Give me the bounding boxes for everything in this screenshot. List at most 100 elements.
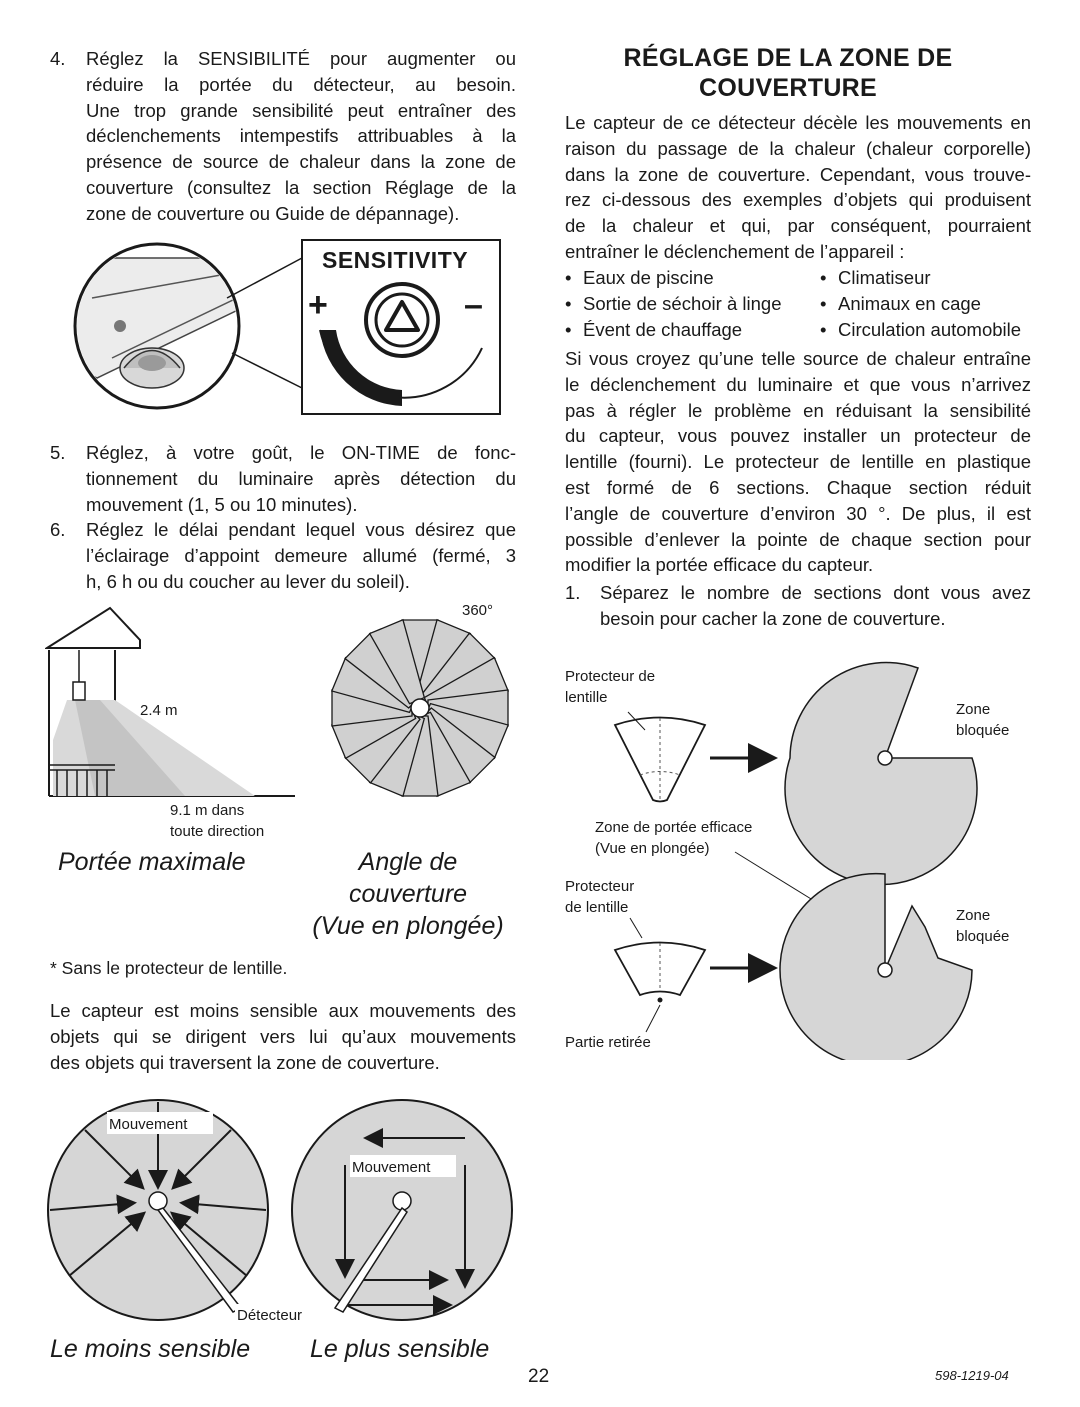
- step-5-line: Réglez, à votre goût, le ON-TIME de fonc…: [86, 442, 516, 463]
- step-6-line: Réglez le délai pendant lequel vous dési…: [86, 519, 516, 540]
- list-item-text: Climatiseur: [838, 267, 931, 288]
- paragraph-line: Si vous croyez qu’une telle source de ch…: [565, 348, 1031, 369]
- blocked-zone-label-top: Zone bloquée: [956, 699, 1009, 741]
- heading-line-2: COUVERTURE: [698, 74, 877, 102]
- least-sensitive-caption: Le moins sensible: [50, 1335, 251, 1363]
- paragraph-line: le déclenchement du luminaire et que vou…: [565, 373, 1031, 395]
- paragraph-line: possible d’enlever la pointe de chaque s…: [565, 528, 1031, 550]
- step-4-text: Réglez la SENSIBILITÉ pour augmenter ou …: [86, 46, 516, 227]
- list-item-text: Animaux en cage: [838, 293, 981, 314]
- paragraph-line: de la chaleur et qui, par conséquent, po…: [565, 215, 1031, 237]
- step-6-line: h, 6 h ou du coucher au lever du soleil)…: [86, 570, 410, 592]
- motion-sensitivity-paragraph: Le capteur est moins sensible aux mouvem…: [50, 998, 516, 1075]
- sensitivity-figure: [73, 239, 501, 415]
- step-4-line: zone de couverture ou Guide de dépannage…: [86, 202, 460, 224]
- plus-sign: +: [308, 286, 328, 324]
- section-heading: RÉGLAGE DE LA ZONE DE COUVERTURE: [545, 43, 1031, 103]
- distance-line-1: 9.1 m dans: [170, 802, 245, 819]
- lens-protector-figure: [613, 661, 978, 1060]
- coverage-caption-line: Angle de: [358, 848, 458, 876]
- step-6-text: Réglez le délai pendant lequel vous dési…: [86, 517, 516, 594]
- page-number: 22: [528, 1366, 550, 1387]
- paragraph-line: des objets qui traversent la zone de cou…: [50, 1051, 440, 1073]
- list-item-text: Évent de chauffage: [583, 319, 743, 340]
- step-1-number: 1.: [565, 582, 581, 603]
- distance-label: 9.1 m dans toute direction: [170, 800, 264, 842]
- sensor-zoom-illustration: [73, 242, 303, 410]
- sensitivity-label: SENSITIVITY: [322, 247, 469, 273]
- paragraph-line: lentille (fourni). Le protecteur de lent…: [565, 451, 1031, 473]
- heat-source-list: •Eaux de piscine •Climatiseur •Sortie de…: [565, 265, 1035, 343]
- step-5-line: mouvement (1, 5 ou 10 minutes).: [86, 493, 358, 515]
- detecteur-label: Détecteur: [237, 1307, 303, 1324]
- list-item: •Animaux en cage: [820, 291, 981, 317]
- paragraph-line: est formé de 6 sections. Chaque section …: [565, 476, 1031, 498]
- label-line: Protecteur: [565, 878, 635, 895]
- removed-part-label: Partie retirée: [565, 1034, 651, 1051]
- paragraph-line: pas à régler le problème en réduisant la…: [565, 399, 1031, 421]
- height-label: 2.4 m: [140, 702, 178, 719]
- label-line: bloquée: [956, 722, 1010, 739]
- angle-360-label: 360°: [462, 602, 494, 619]
- paragraph-line: raison du passage de la chaleur (chaleur…: [565, 137, 1031, 159]
- motion-figure: [47, 1099, 513, 1326]
- paragraph-line: dans la zone de couverture. Cependant, v…: [565, 163, 1031, 185]
- list-row: •Sortie de séchoir à linge •Animaux en c…: [565, 291, 1035, 317]
- step-1-line: besoin pour cacher la zone de couverture…: [600, 607, 946, 629]
- label-line: bloquée: [956, 928, 1010, 945]
- list-item: •Évent de chauffage: [565, 317, 820, 343]
- lens-protector-paragraph: Si vous croyez qu’une telle source de ch…: [565, 346, 1031, 578]
- list-item-text: Circulation automobile: [838, 319, 1022, 340]
- sensitivity-dial-box: [301, 239, 501, 415]
- list-item: •Sortie de séchoir à linge: [565, 291, 820, 317]
- paragraph-line: l’angle de couverture d’environ 30 °. De…: [565, 502, 1031, 524]
- step-1-text: Séparez le nombre de sections dont vous …: [600, 580, 1031, 632]
- step-4-line: déclenchements intempestifs attribuables…: [86, 125, 516, 147]
- minus-sign: –: [464, 286, 483, 324]
- label-line: (Vue en plongée): [595, 840, 710, 857]
- label-line: Protecteur de: [565, 668, 656, 685]
- blocked-zone-label-bottom: Zone bloquée: [956, 905, 1009, 947]
- step-4-line: couverture (consultez la section Réglage…: [86, 176, 516, 198]
- lens-protector-label-top: Protecteur de lentille: [565, 666, 655, 708]
- porch-illustration: [45, 606, 295, 797]
- paragraph-line: objets qui se dirigent vers lui qu’aux m…: [50, 1025, 516, 1047]
- coverage-angle-caption: Angle de couverture (Vue en plongée): [300, 846, 516, 942]
- list-row: •Évent de chauffage •Circulation automob…: [565, 317, 1035, 343]
- step-4-line: Une trop grande sensibilité peut entraîn…: [86, 99, 516, 121]
- list-row: •Eaux de piscine •Climatiseur: [565, 265, 1035, 291]
- step-5-number: 5.: [50, 442, 66, 463]
- blocked-zone-circle-top: [784, 661, 978, 886]
- label-line: Zone de portée efficace: [595, 819, 753, 836]
- blocked-zone-circle-bottom: [779, 872, 973, 1060]
- max-range-caption: Portée maximale: [58, 848, 246, 876]
- paragraph-line: du capteur, vous pouvez installer un pro…: [565, 425, 1031, 447]
- step-4-line: Réglez la SENSIBILITÉ pour augmenter ou: [86, 48, 516, 69]
- step-5-line: tionnement du luminaire après détection …: [86, 467, 516, 489]
- lens-section-bottom: [613, 917, 778, 1033]
- paragraph-line: Le capteur est moins sensible aux mouvem…: [50, 1000, 516, 1021]
- step-6-line: l’éclairage d’appoint demeure allumé (fe…: [86, 544, 516, 566]
- detector-pointer: [156, 1206, 408, 1326]
- effective-range-label: Zone de portée efficace (Vue en plongée): [595, 817, 752, 859]
- mouvement-label-left: Mouvement: [109, 1116, 188, 1133]
- list-item: •Climatiseur: [820, 265, 931, 291]
- list-item: •Eaux de piscine: [565, 265, 820, 291]
- intro-paragraph: Le capteur de ce détecteur décèle les mo…: [565, 110, 1031, 265]
- step-4-line: présence de source de chaleur dans la zo…: [86, 151, 516, 173]
- label-line: de lentille: [565, 899, 629, 916]
- step-1-line: Séparez le nombre de sections dont vous …: [600, 582, 1031, 603]
- paragraph-line: modifier la portée efficace du capteur.: [565, 554, 874, 576]
- lens-protector-label-bottom: Protecteur de lentille: [565, 876, 634, 918]
- lens-section-top: [613, 711, 778, 803]
- heading-line-1: RÉGLAGE DE LA ZONE DE: [623, 44, 953, 72]
- label-line: lentille: [565, 689, 608, 706]
- label-line: Zone: [956, 907, 991, 924]
- step-5-text: Réglez, à votre goût, le ON-TIME de fonc…: [86, 440, 516, 517]
- paragraph-line: rez ci-dessous des exemples d’objets qui…: [565, 189, 1031, 211]
- list-item-text: Sortie de séchoir à linge: [583, 293, 782, 314]
- paragraph-line: entraîner le déclenchement de l’appareil…: [565, 240, 905, 262]
- range-angle-figure: [45, 606, 510, 798]
- step-6-number: 6.: [50, 519, 66, 540]
- paragraph-line: Le capteur de ce détecteur décèle les mo…: [565, 112, 1031, 133]
